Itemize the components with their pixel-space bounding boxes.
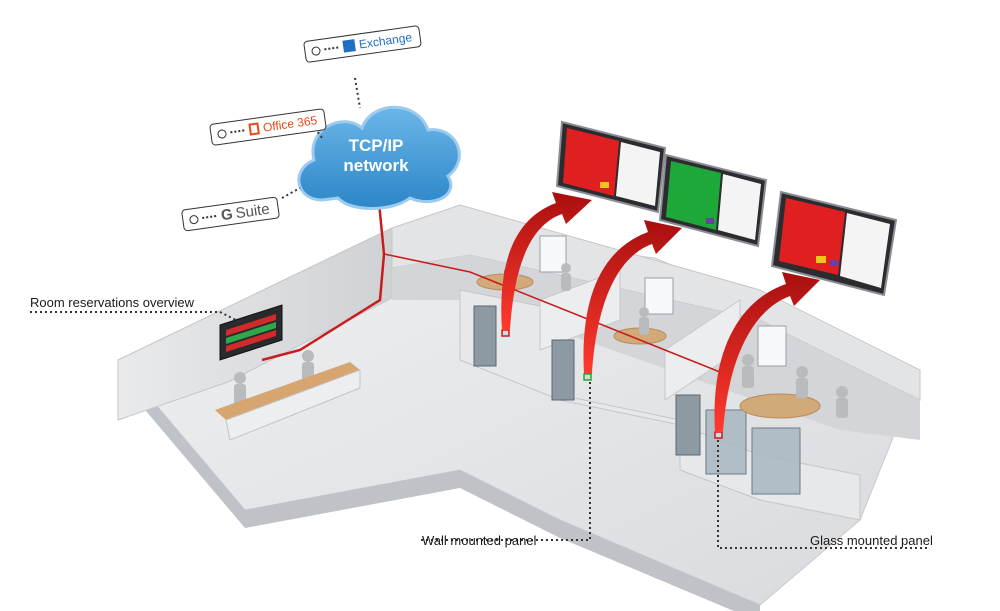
door-3 <box>675 394 701 456</box>
glass-wall-1 <box>705 409 747 475</box>
cloud-line-2: network <box>343 156 409 175</box>
network-cable-reception <box>261 191 386 362</box>
reception-desk-front <box>225 369 361 441</box>
tcp-ip-cloud <box>297 105 461 210</box>
glass-panel-label: Glass mounted panel <box>810 533 933 548</box>
plug-icon <box>216 128 228 139</box>
arrow-room-3 <box>714 272 820 432</box>
plug-icon <box>188 214 199 225</box>
overview-screen <box>219 304 283 361</box>
dots-divider <box>202 215 217 219</box>
window-3 <box>757 325 787 367</box>
window-2 <box>644 277 674 315</box>
screen-room-2 <box>658 153 768 248</box>
exchange-label: Exchange <box>358 30 413 52</box>
arrow-room-2 <box>583 220 682 374</box>
reception-desk-top <box>215 362 360 420</box>
arrow-room-1 <box>501 192 592 330</box>
screen-room-1 <box>555 120 667 214</box>
wall-panel-label: Wall mounted panel <box>422 533 537 548</box>
plug-icon <box>310 45 322 56</box>
screen-room-3 <box>770 190 898 297</box>
exchange-icon <box>342 39 356 53</box>
wall-panel-2 <box>583 373 592 381</box>
gsuite-icon: G <box>219 205 234 224</box>
wall-panel-1 <box>501 329 510 337</box>
cloud-line-1: TCP/IP <box>348 136 404 155</box>
connectors <box>30 77 930 549</box>
dots-divider <box>324 46 339 51</box>
office365-label: Office 365 <box>262 113 318 135</box>
glass-wall-2 <box>751 427 801 495</box>
table-3 <box>739 393 821 419</box>
door-2 <box>551 339 575 401</box>
gsuite-label: Suite <box>234 200 271 222</box>
door-1 <box>473 305 497 367</box>
overview-label: Room reservations overview <box>30 295 195 310</box>
floor-edge <box>118 360 760 611</box>
cloud-label: TCP/IP network <box>326 136 426 176</box>
glass-panel <box>714 431 723 439</box>
office365-icon <box>248 122 260 136</box>
dots-divider <box>230 129 245 134</box>
